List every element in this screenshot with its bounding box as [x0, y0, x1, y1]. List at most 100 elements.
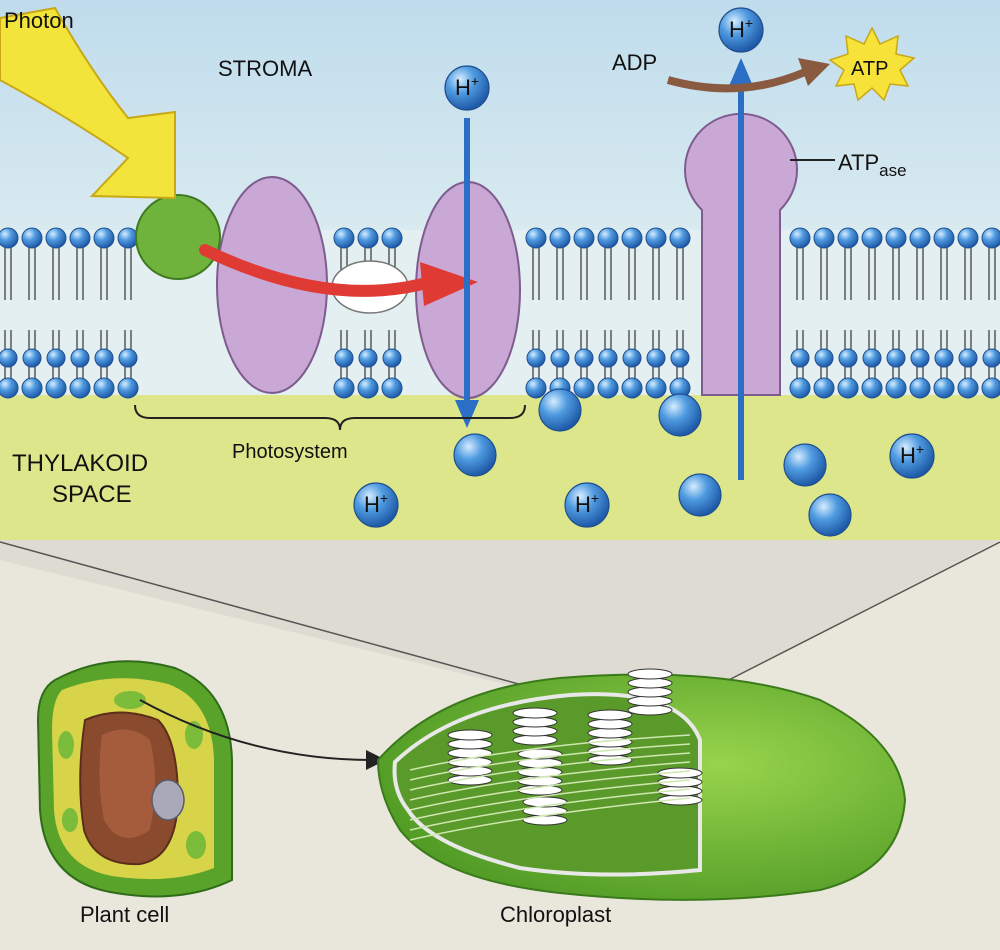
thylakoid-disc: [447, 729, 493, 741]
lipid-head: [21, 227, 43, 249]
stroma-lamella: [409, 779, 691, 821]
plant-cell: [36, 660, 233, 898]
lipid-head: [573, 377, 595, 399]
lipid-head: [861, 377, 883, 399]
h-plus-label: H+: [364, 490, 388, 517]
lipid-head: [837, 227, 859, 249]
lipid-head: [885, 227, 907, 249]
h-plus-ball: [444, 65, 490, 111]
proton-ball: [783, 443, 827, 487]
lipid-head: [94, 348, 114, 368]
lipid-head: [933, 377, 955, 399]
h-plus-superscript: +: [471, 73, 479, 89]
lipid-head: [909, 377, 931, 399]
photosystem-label: Photosystem: [232, 441, 348, 463]
thylakoid-disc: [627, 668, 673, 680]
cell-to-chloroplast-arrowhead: [366, 750, 386, 770]
h-plus-top-atpase: H+: [718, 7, 764, 53]
electron-flow-arrow: [199, 244, 436, 297]
thylakoid-disc: [587, 709, 633, 721]
lipid-head: [358, 348, 378, 368]
adp-to-atp-arrow: [666, 68, 807, 93]
lipid-head: [789, 377, 811, 399]
lipid-head: [789, 227, 811, 249]
adp-to-atp-arrowhead: [798, 58, 830, 86]
h-plus-label: H+: [455, 73, 479, 100]
lipid-head: [357, 377, 379, 399]
lipid-head: [334, 348, 354, 368]
lipid-head: [22, 348, 42, 368]
lipid-head: [597, 227, 619, 249]
lipid-head: [837, 377, 859, 399]
h-plus-superscript: +: [916, 441, 924, 457]
chloroplast-label: Chloroplast: [500, 902, 611, 927]
lipid-head: [621, 227, 643, 249]
membrane-panel: Photon STROMA THYLAKOID SPACE Photosyste…: [0, 0, 1000, 540]
h-plus-superscript: +: [591, 490, 599, 506]
lipid-head: [381, 227, 403, 249]
stroma-lamella: [409, 743, 691, 781]
lipid-head: [70, 348, 90, 368]
proton-ball: [658, 393, 702, 437]
atpase-label: ATPase: [838, 150, 907, 180]
lipid-head: [117, 377, 139, 399]
lipid-head: [69, 377, 91, 399]
lipid-head: [69, 227, 91, 249]
chloroplast-3d: [376, 668, 907, 901]
lipid-head: [813, 377, 835, 399]
h-plus-symbol: H: [455, 75, 471, 100]
lipid-head: [910, 348, 930, 368]
lipid-head: [670, 348, 690, 368]
h-plus-ball: [718, 7, 764, 53]
lower-section: Plant cell Chloroplast: [0, 540, 1000, 927]
h-plus-ball: [564, 482, 610, 528]
lipid-head: [621, 377, 643, 399]
cell-chloroplast-3: [58, 731, 74, 759]
stroma-lamella: [409, 797, 691, 841]
lipid-head: [357, 227, 379, 249]
h-plus-thylakoid-3: H+: [889, 433, 935, 479]
lipid-head: [790, 348, 810, 368]
h-plus-top-pump: H+: [444, 65, 490, 111]
cell-to-chloroplast-arrow: [139, 699, 373, 761]
lipid-head: [45, 377, 67, 399]
lipid-head: [982, 348, 1000, 368]
lipid-head: [957, 227, 979, 249]
lipid-head: [597, 377, 619, 399]
lipid-head: [862, 348, 882, 368]
lipid-head: [622, 348, 642, 368]
lipid-head: [573, 227, 595, 249]
lipid-head: [574, 348, 594, 368]
lipid-head: [21, 377, 43, 399]
h-plus-symbol: H: [900, 443, 916, 468]
proton-pump-arrowhead: [455, 400, 479, 428]
lipid-head: [117, 227, 139, 249]
lipid-head: [333, 227, 355, 249]
h-plus-labels: H+H+H+H+H+: [353, 7, 935, 528]
lipid-head: [909, 227, 931, 249]
h-plus-label: H+: [729, 15, 753, 42]
proton-ball: [538, 388, 582, 432]
lipid-head: [885, 377, 907, 399]
lipid-head: [333, 377, 355, 399]
cell-chloroplast-1: [114, 691, 146, 709]
zoom-projection: [0, 540, 1000, 720]
thylakoid-disc: [512, 707, 558, 719]
proton-ball: [678, 473, 722, 517]
lipid-head: [645, 227, 667, 249]
photon-label: Photon: [4, 8, 74, 33]
h-plus-symbol: H: [729, 17, 745, 42]
lipid-head: [525, 377, 547, 399]
lipid-head: [93, 227, 115, 249]
stroma-lamella: [409, 788, 691, 831]
h-plus-thylakoid-1: H+: [353, 482, 399, 528]
h-plus-superscript: +: [380, 490, 388, 506]
vacuole-highlight: [99, 729, 155, 838]
stroma-lamella: [409, 761, 691, 801]
nucleus: [151, 779, 185, 821]
lipid-head: [669, 227, 691, 249]
h-plus-ball: [353, 482, 399, 528]
photon-arrow: [0, 6, 176, 200]
stroma-lamella: [409, 770, 691, 811]
